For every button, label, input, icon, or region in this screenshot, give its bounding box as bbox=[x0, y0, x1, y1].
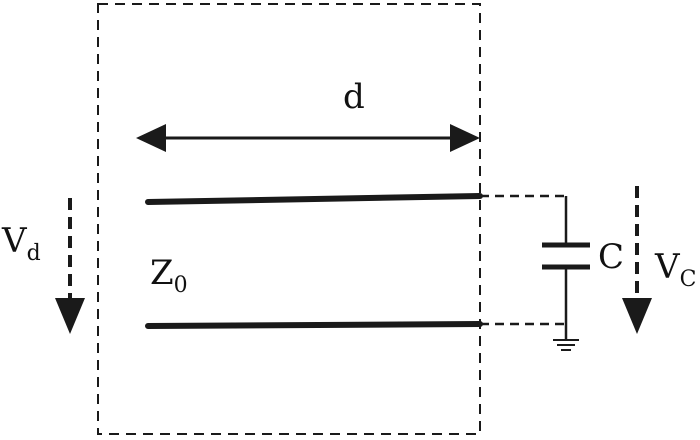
lower-conductor bbox=[145, 321, 483, 329]
length-dimension-arrow bbox=[136, 124, 480, 152]
vd-label-main: V bbox=[1, 221, 28, 261]
vd-voltage-arrow bbox=[55, 198, 85, 334]
vc-label-sub: C bbox=[680, 267, 697, 292]
capacitor-label: C bbox=[598, 237, 624, 277]
impedance-label-main: Z bbox=[150, 253, 174, 293]
length-label: d bbox=[343, 77, 365, 117]
vc-voltage-arrow bbox=[622, 186, 652, 334]
vd-label: Vd bbox=[1, 221, 41, 266]
ground-icon bbox=[553, 339, 579, 351]
vc-label: VC bbox=[654, 247, 696, 292]
impedance-label-sub: 0 bbox=[174, 273, 188, 298]
impedance-label: Z0 bbox=[150, 253, 188, 298]
vc-label-main: V bbox=[654, 247, 681, 287]
dashed-boundary-box bbox=[97, 3, 481, 435]
capacitor-symbol bbox=[542, 196, 590, 340]
vd-label-sub: d bbox=[27, 241, 41, 266]
upper-conductor bbox=[145, 193, 483, 205]
